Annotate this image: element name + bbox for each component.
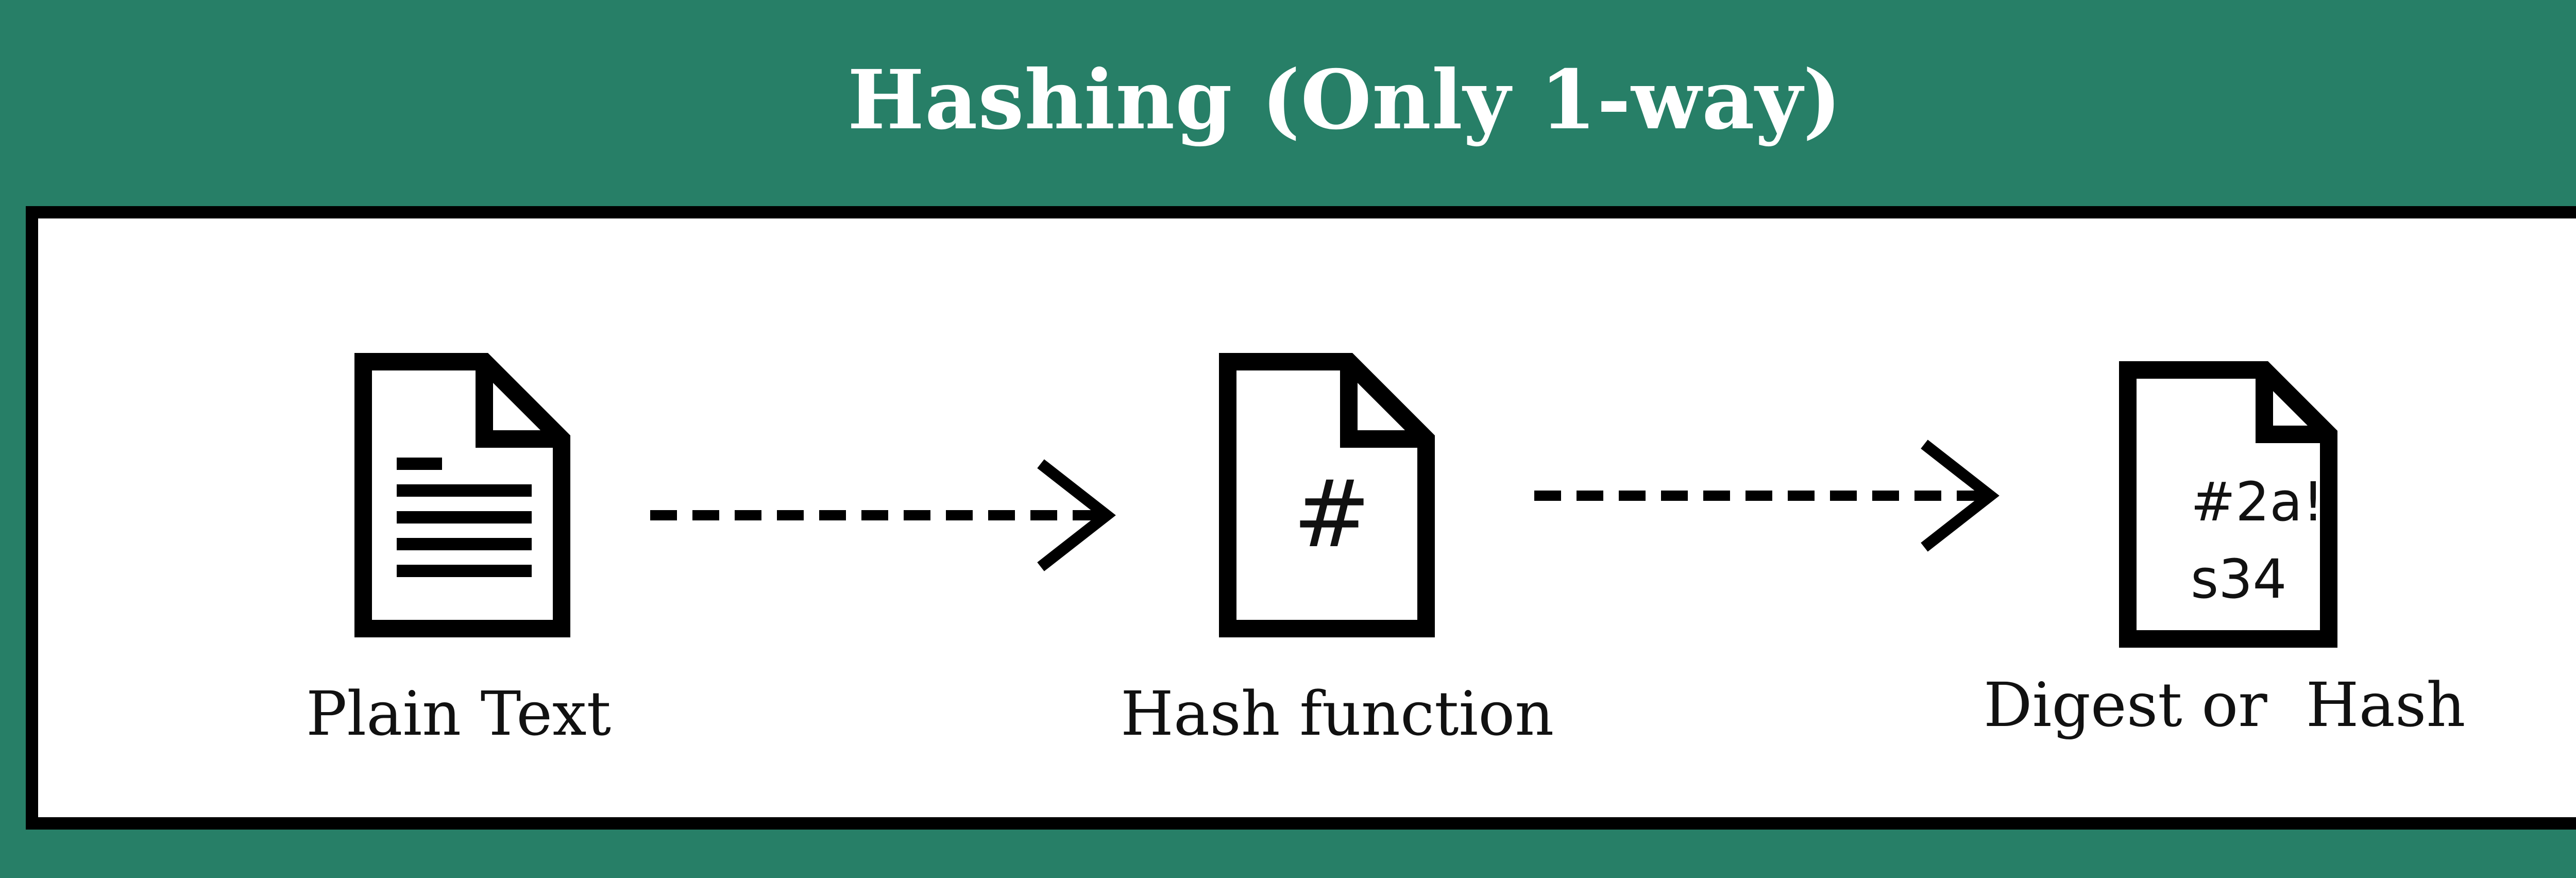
arrow-right-icon — [1534, 440, 1999, 552]
hash-function-label: Hash function — [1121, 678, 1554, 749]
text-document-icon — [354, 353, 570, 637]
digest-line-1: #2a! — [2191, 470, 2324, 533]
diagram-panel — [26, 206, 2576, 830]
diagram-title: Hashing (Only 1-way) — [847, 53, 1842, 148]
hash-document-icon: # — [1219, 353, 1435, 637]
arrow-right-icon — [650, 459, 1116, 571]
digest-line-2: s34 — [2191, 548, 2287, 611]
digest-document-icon: #2a! s34 — [2119, 361, 2337, 648]
digest-label: Digest or Hash — [1984, 669, 2466, 740]
plain-text-label: Plain Text — [306, 678, 612, 749]
hash-glyph: # — [1293, 461, 1371, 568]
